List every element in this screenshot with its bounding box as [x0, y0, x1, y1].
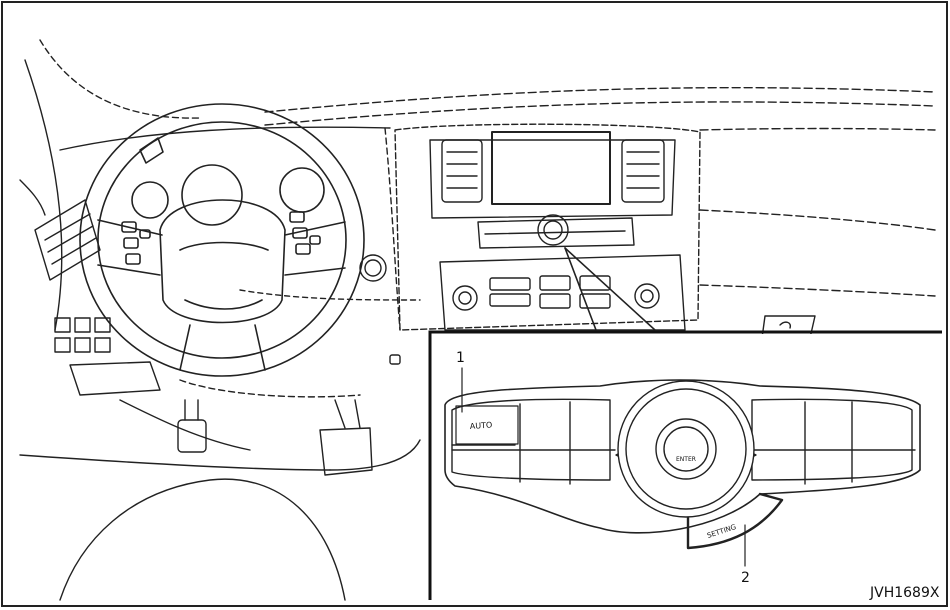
enter-button-text: ENTER — [676, 456, 696, 463]
callout-2: 2 — [741, 570, 750, 586]
steering-wheel — [79, 103, 365, 377]
callout-1: 1 — [456, 350, 465, 366]
control-panel-zoom — [444, 367, 921, 567]
dashboard-outline — [19, 39, 936, 601]
auto-mode-button-text: AUTO — [470, 420, 493, 431]
center-stack — [394, 123, 701, 331]
display-screen — [491, 131, 611, 205]
figure-code: JVH1689X — [869, 585, 940, 601]
